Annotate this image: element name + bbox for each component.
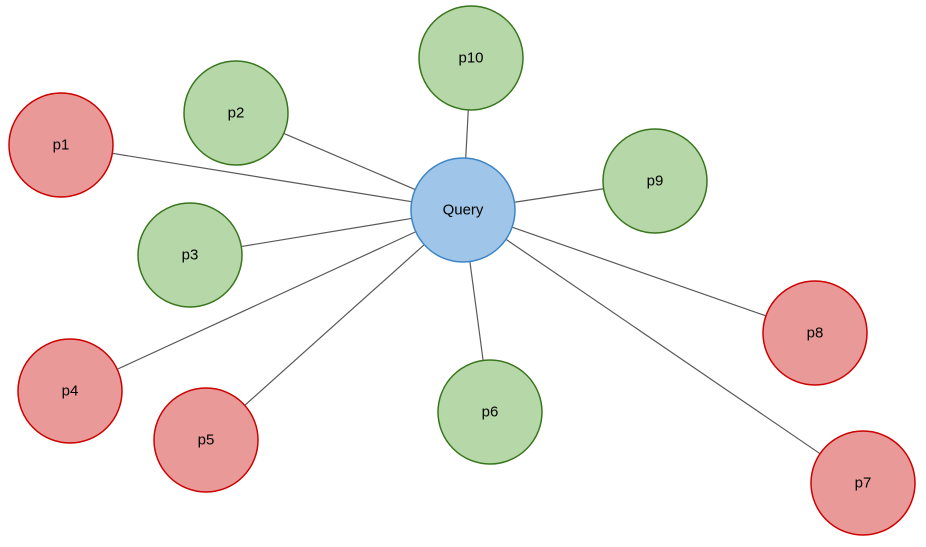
edge-query-p6 [469,261,484,361]
node-p7: p7 [810,430,916,536]
node-p5-circle [153,387,259,493]
node-p2-label: p2 [228,105,245,122]
node-p8-circle [762,280,868,386]
node-p3-label: p3 [182,247,199,264]
edge-query-p2 [283,132,416,191]
node-p5-label: p5 [198,432,215,449]
edge-query-p7 [505,238,821,455]
node-p3: p3 [137,202,243,308]
node-p4-circle [17,338,123,444]
node-query: Query [410,157,516,263]
node-p8: p8 [762,280,868,386]
node-p10: p10 [418,5,524,111]
node-p5: p5 [153,387,259,493]
edge-query-p10 [465,109,469,159]
node-p10-label: p10 [458,50,483,67]
edge-query-p4 [116,231,417,370]
node-p4: p4 [17,338,123,444]
edge-query-p8 [511,226,767,317]
node-p6-circle [437,359,543,465]
node-query-label: Query [443,202,484,219]
node-p1: p1 [8,92,114,198]
node-p9: p9 [602,128,708,234]
node-p8-label: p8 [807,325,824,342]
edge-query-p9 [514,188,604,203]
node-query-circle [410,157,516,263]
node-p1-label: p1 [53,137,70,154]
node-p3-circle [137,202,243,308]
edges-layer [112,109,821,455]
node-p2-circle [183,60,289,166]
node-p6: p6 [437,359,543,465]
node-p1-circle [8,92,114,198]
edge-query-p1 [112,152,412,203]
node-p6-label: p6 [482,404,499,421]
node-p10-circle [418,5,524,111]
edge-query-p3 [241,217,412,248]
node-p7-label: p7 [855,475,872,492]
node-p7-circle [810,430,916,536]
node-p4-label: p4 [62,383,79,400]
node-p2: p2 [183,60,289,166]
node-p9-label: p9 [647,173,664,190]
node-p9-circle [602,128,708,234]
edge-query-p5 [244,244,425,406]
